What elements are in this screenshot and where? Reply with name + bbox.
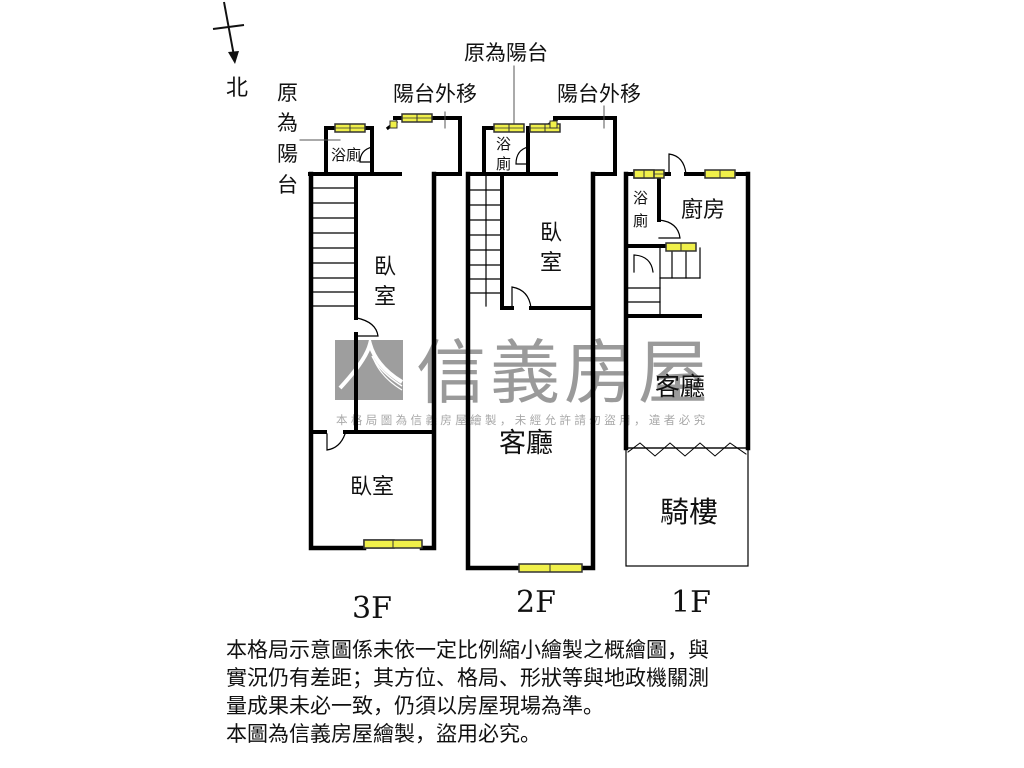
room-3f-bath: 浴廁 <box>331 146 361 164</box>
annotation-2f-balcony-moved: 陽台外移 <box>557 82 641 106</box>
floor-label-1f: 1F <box>671 585 711 620</box>
sinyi-logo-icon <box>335 336 404 400</box>
watermark-brand: 信義房屋 <box>416 332 712 414</box>
room-3f-bedroom-1-line2: 室 <box>374 285 396 310</box>
disclaimer-line-3: 量成果未必一致，仍須以房屋現場為準。 <box>226 694 604 718</box>
staircase-2f <box>469 175 501 307</box>
floor-1f <box>623 153 751 567</box>
room-1f-kitchen: 廚房 <box>681 198 725 223</box>
annotation-3f-balcony-moved: 陽台外移 <box>393 82 477 106</box>
annotation-3f-vertical-4: 台 <box>277 173 298 197</box>
annotation-3f-vertical-3: 陽 <box>277 142 298 166</box>
floor-label-2f: 2F <box>516 585 556 620</box>
room-2f-bedroom-line1: 臥 <box>540 221 562 246</box>
room-2f-bath-line1: 浴 <box>496 135 511 153</box>
staircase-3f <box>312 187 355 307</box>
disclaimer-line-1: 本格局示意圖係未依一定比例縮小繪製之概繪圖，與 <box>226 638 709 662</box>
room-1f-bath-line1: 浴 <box>633 189 648 207</box>
compass-label: 北 <box>226 76 248 101</box>
north-arrow-icon <box>212 1 245 64</box>
room-3f-bedroom-1-line1: 臥 <box>374 255 396 280</box>
room-2f-bath-line2: 廁 <box>496 155 511 173</box>
room-2f-living: 客廳 <box>499 428 553 459</box>
floor-label-3f: 3F <box>352 591 392 626</box>
room-1f-bath-line2: 廁 <box>633 212 648 230</box>
watermark: 信義房屋 本格局圖為信義房屋繪製，未經允許請勿盜用，違者必究 <box>335 332 712 427</box>
room-2f-bedroom-line2: 室 <box>540 251 562 276</box>
annotation-3f-vertical-2: 為 <box>277 111 298 135</box>
disclaimer-line-4: 本圖為信義房屋繪製，盜用必究。 <box>226 722 541 746</box>
annotation-3f-vertical-1: 原 <box>277 81 298 105</box>
watermark-subtitle: 本格局圖為信義房屋繪製，未經允許請勿盜用，違者必究 <box>336 413 709 427</box>
disclaimer-notes: 本格局示意圖係未依一定比例縮小繪製之概繪圖，與 實況仍有差距；其方位、格局、形狀… <box>226 636 826 748</box>
room-3f-bedroom-2: 臥室 <box>350 475 394 500</box>
disclaimer-line-2: 實況仍有差距；其方位、格局、形狀等與地政機關測 <box>226 666 709 690</box>
staircase-1f <box>627 247 701 317</box>
annotation-2f-original-balcony: 原為陽台 <box>464 41 548 65</box>
room-1f-living: 客廳 <box>655 372 705 401</box>
floor-2f <box>465 65 617 571</box>
room-1f-arcade: 騎樓 <box>660 495 718 529</box>
